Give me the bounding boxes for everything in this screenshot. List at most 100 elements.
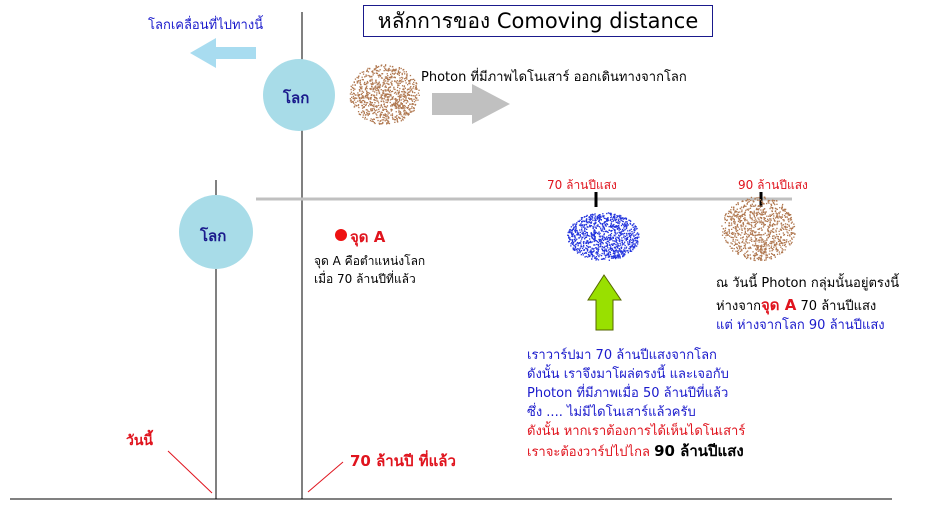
photon-speck: [372, 74, 374, 76]
photon-speck: [406, 112, 408, 114]
photon-speck: [576, 243, 578, 245]
photon-speck: [378, 70, 380, 72]
photon-speck: [611, 255, 613, 258]
photon-speck: [598, 255, 600, 258]
photon-speck: [616, 215, 619, 218]
photon-speck: [728, 232, 731, 234]
photon-speck: [397, 91, 399, 93]
photon-speck: [354, 97, 356, 100]
photon-speck: [749, 205, 752, 207]
photon-speck: [790, 219, 793, 221]
photon-speck: [385, 89, 387, 91]
photon-speck: [599, 222, 601, 224]
photon-speck: [410, 111, 413, 113]
photon-speck: [754, 253, 756, 255]
photon-speck: [377, 116, 379, 119]
photon-speck: [616, 216, 618, 219]
photon-speck: [612, 244, 614, 246]
photon-speck: [371, 109, 374, 111]
photon-speck: [583, 249, 585, 251]
photon-speck: [385, 76, 388, 78]
photon-speck: [758, 205, 760, 207]
photon-speck: [768, 257, 771, 259]
photon-speck: [763, 217, 765, 219]
photon-speck: [773, 235, 775, 237]
photon-speck: [396, 73, 398, 75]
photon-speck: [414, 92, 416, 94]
photon-speck: [733, 244, 735, 246]
photon-speck: [725, 219, 728, 222]
photon-speck: [378, 123, 381, 125]
photon-speck: [589, 221, 591, 224]
photon-speck: [744, 232, 746, 234]
photon-speck: [601, 235, 603, 237]
photon-speck: [761, 254, 763, 256]
photon-speck: [635, 226, 637, 228]
photon-speck: [589, 255, 591, 258]
photon-speck: [397, 71, 400, 73]
photon-speck: [590, 221, 592, 223]
photon-speck: [396, 107, 398, 109]
photon-speck: [589, 219, 591, 221]
photon-speck: [781, 224, 783, 226]
photon-speck: [397, 101, 400, 103]
photon-speck: [759, 213, 761, 215]
photon-speck: [399, 87, 401, 90]
photon-speck: [776, 220, 779, 222]
photon-speck: [618, 227, 620, 230]
photon-speck: [392, 96, 394, 98]
photon-speck: [610, 226, 613, 228]
photon-speck: [749, 246, 751, 249]
photon-speck: [733, 214, 735, 216]
photon-speck: [753, 240, 755, 242]
photon-speck: [368, 111, 370, 113]
photon-speck: [397, 73, 399, 75]
photon-speck: [739, 215, 741, 217]
photon-speck: [756, 207, 758, 210]
photon-speck: [399, 80, 402, 82]
photon-speck: [581, 247, 584, 250]
photon-speck: [740, 237, 742, 239]
photon-speck: [608, 226, 610, 228]
photon-speck: [408, 88, 410, 90]
photon-speck: [594, 235, 596, 237]
photon-speck: [393, 102, 395, 104]
photon-speck: [625, 246, 628, 248]
photon-speck: [384, 96, 386, 98]
photon-speck: [782, 242, 784, 244]
photon-speck: [762, 222, 765, 224]
photon-speck: [400, 93, 402, 96]
photon-speck: [754, 221, 756, 223]
photon-speck: [390, 110, 392, 112]
photon-speck: [369, 67, 371, 70]
photon-speck: [778, 239, 781, 241]
photon-speck: [777, 237, 779, 240]
photon-speck: [351, 96, 353, 98]
photon-speck: [378, 91, 380, 93]
photon-speck: [634, 244, 636, 246]
photon-speck: [759, 257, 761, 259]
photon-speck: [376, 114, 378, 116]
photon-speck: [595, 240, 597, 242]
photon-speck: [404, 105, 406, 107]
photon-speck: [415, 99, 417, 102]
photon-speck: [384, 76, 387, 78]
photon-speck: [783, 210, 785, 212]
photon-speck: [608, 229, 610, 231]
photon-now-point-a: จุด A: [761, 296, 797, 314]
earth-moving-label: โลกเคลื่อนที่ไปทางนี้: [148, 18, 264, 33]
photon-speck: [412, 83, 414, 85]
photon-speck: [603, 225, 605, 227]
photon-speck: [763, 250, 765, 253]
photon-speck: [585, 241, 587, 243]
photon-speck: [410, 98, 413, 100]
photon-speck: [586, 233, 588, 235]
photon-speck: [783, 226, 786, 228]
photon-speck: [734, 215, 736, 217]
photon-speck: [629, 230, 631, 232]
photon-speck: [734, 211, 736, 213]
photon-speck: [576, 229, 578, 232]
photon-speck: [367, 92, 369, 94]
photon-speck: [392, 118, 394, 120]
